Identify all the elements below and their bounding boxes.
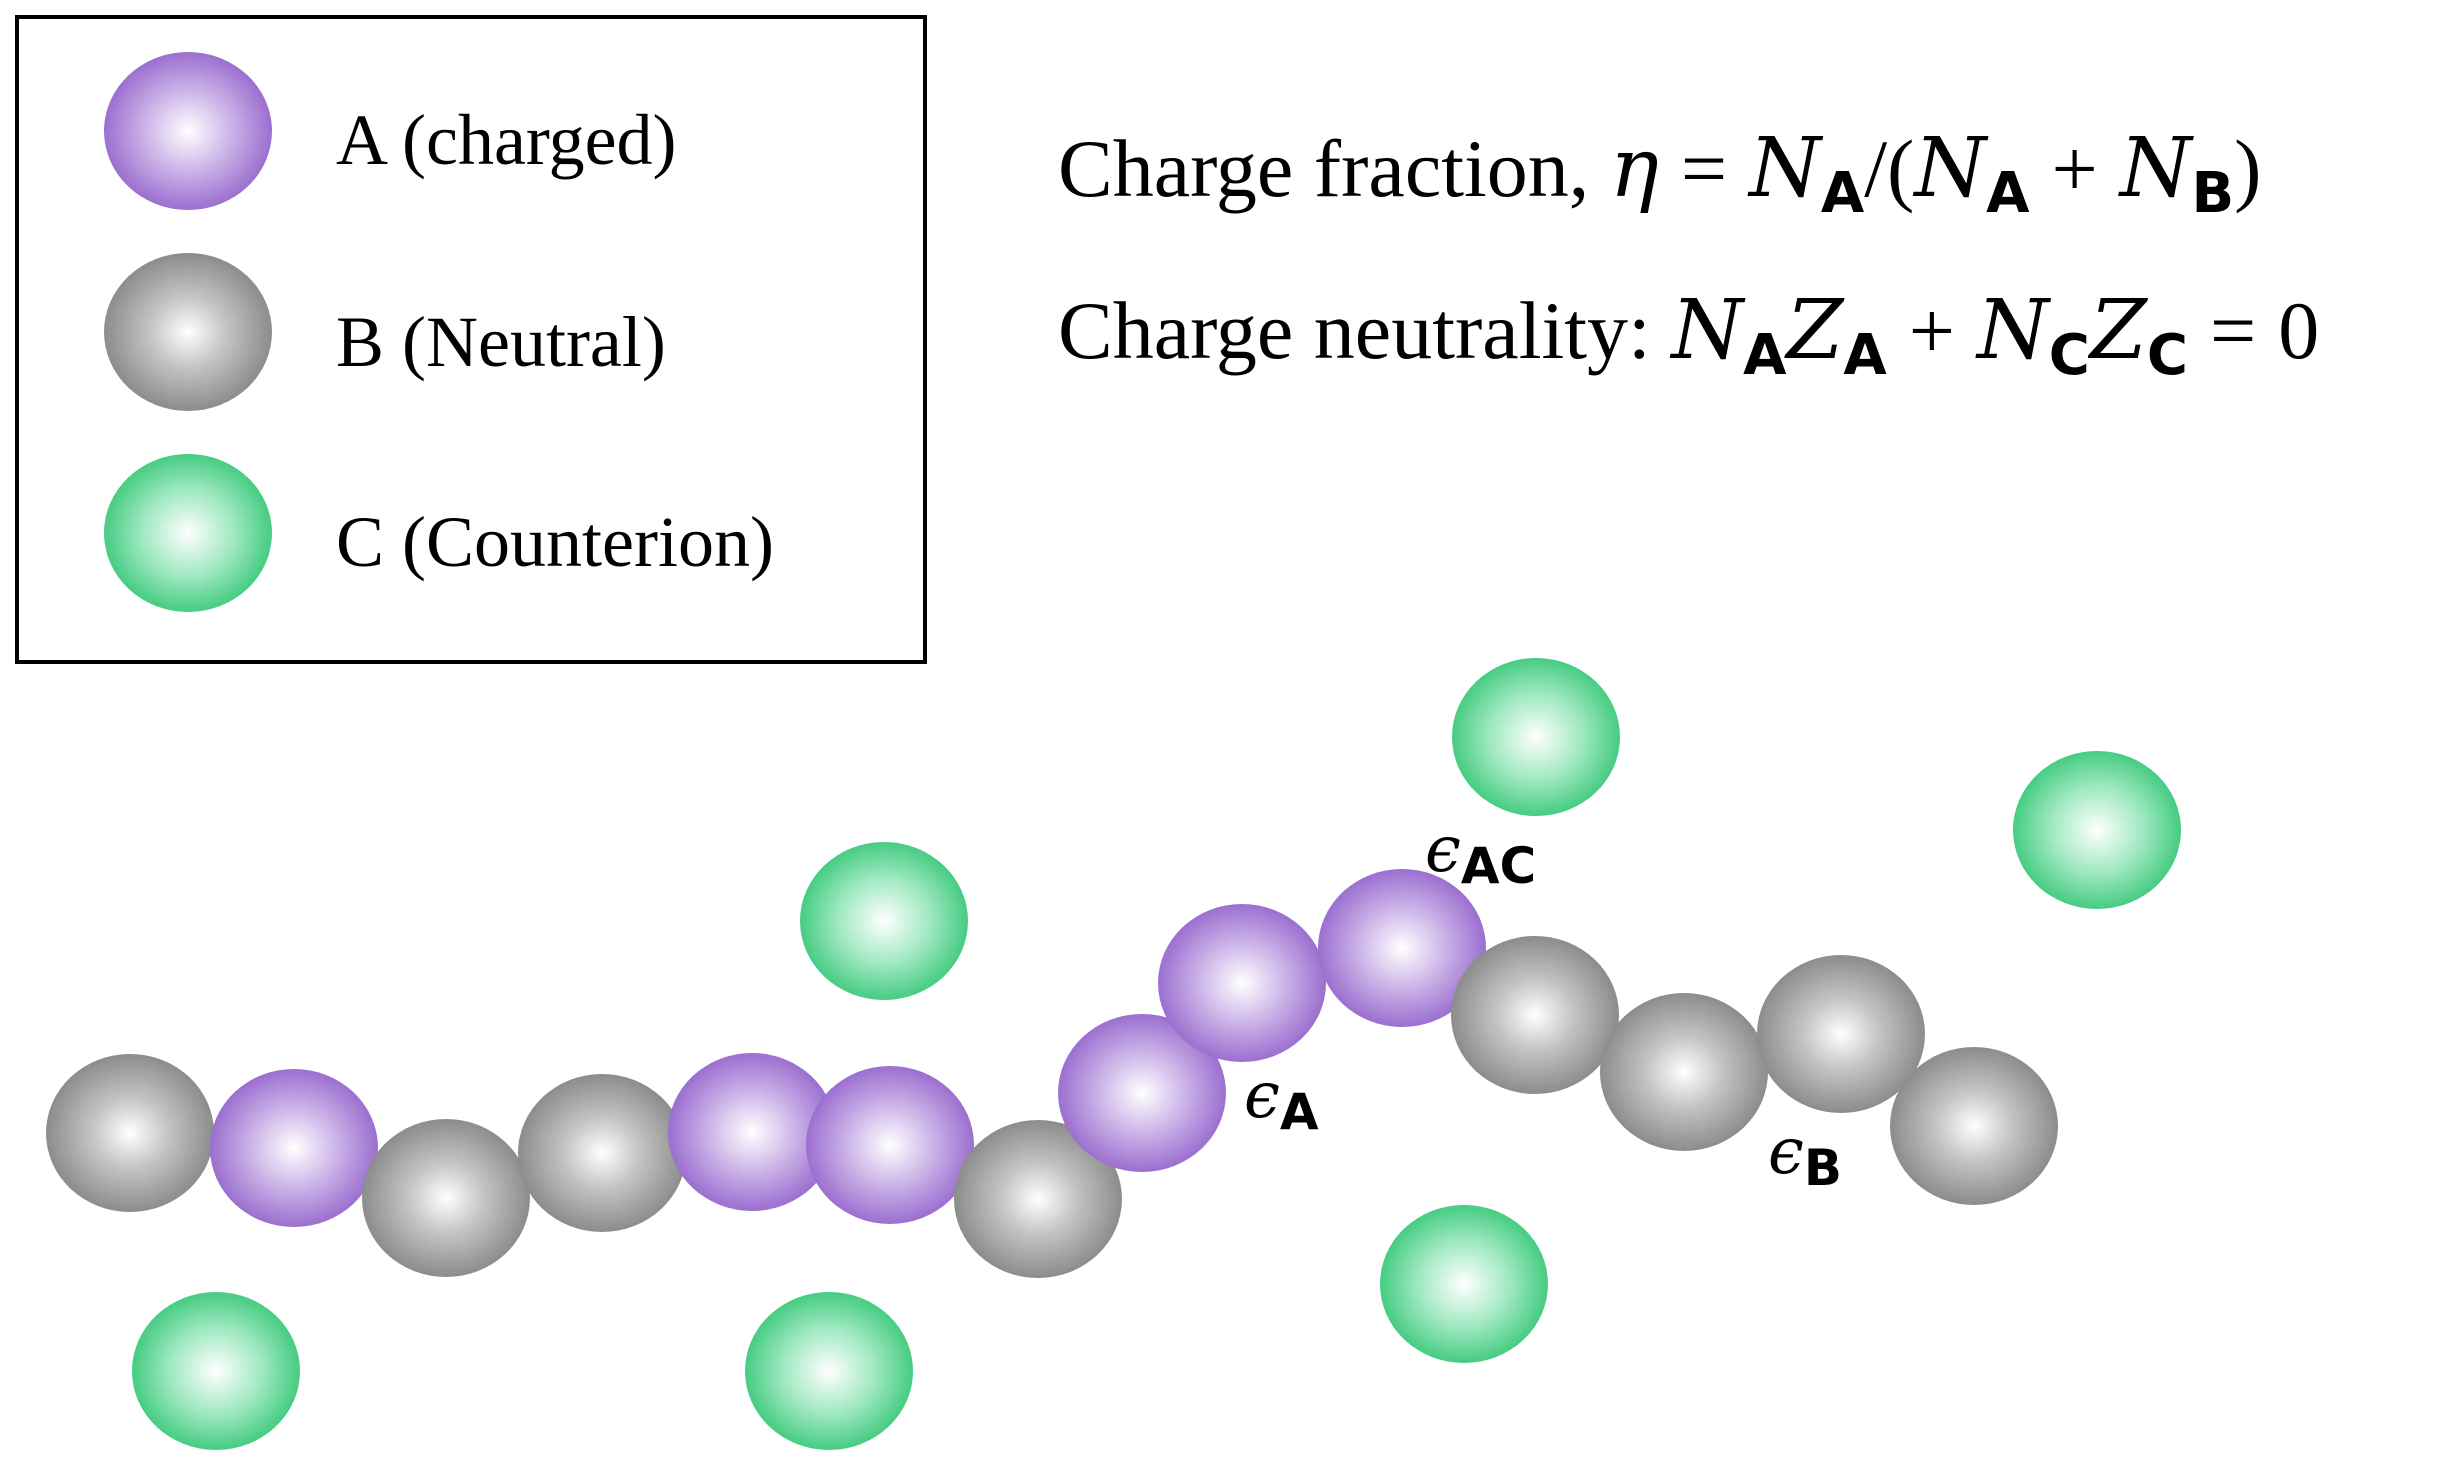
chain-bead-a	[1158, 904, 1326, 1062]
epsilon-b-label: ϵB	[1768, 1115, 1842, 1197]
chain-bead-b	[1600, 993, 1768, 1151]
legend-label-b: B (Neutral)	[336, 302, 666, 382]
legend-item-a: A (charged)	[104, 52, 677, 210]
chain-bead-b	[362, 1119, 530, 1277]
charge-neutrality-equation: Charge neutrality: NAZA+NCZC=0	[1058, 283, 2319, 388]
polymer-chain	[46, 869, 2058, 1278]
chain-bead-b	[1757, 955, 1925, 1113]
legend: A (charged) B (Neutral) C (Counterion)	[15, 15, 927, 664]
chain-bead-a	[806, 1066, 974, 1224]
counterion-bead	[800, 842, 968, 1000]
legend-item-c: C (Counterion)	[104, 454, 774, 612]
chain-bead-b	[518, 1074, 686, 1232]
bead-c-swatch	[104, 454, 272, 612]
charge-fraction-equation: Charge fraction, η=NA/(NA+NB)	[1058, 121, 2261, 226]
chain-bead-a	[1058, 1014, 1226, 1172]
counterion-bead	[1380, 1205, 1548, 1363]
legend-label-c: C (Counterion)	[336, 502, 774, 582]
counterion-bead	[745, 1292, 913, 1450]
chain-bead-a	[668, 1053, 836, 1211]
legend-label-a: A (charged)	[336, 100, 677, 180]
epsilon-ac-label: ϵAC	[1425, 813, 1536, 895]
epsilon-a-label: ϵA	[1244, 1059, 1319, 1141]
counterion-bead	[1452, 658, 1620, 816]
counterions	[132, 658, 2181, 1450]
chain-bead-b	[954, 1120, 1122, 1278]
chain-bead-a	[1318, 869, 1486, 1027]
chain-bead-b	[46, 1054, 214, 1212]
chain-bead-b	[1890, 1047, 2058, 1205]
bead-b-swatch	[104, 253, 272, 411]
chain-bead-a	[210, 1069, 378, 1227]
bead-a-swatch	[104, 52, 272, 210]
chain-bead-b	[1451, 936, 1619, 1094]
legend-item-b: B (Neutral)	[104, 253, 666, 411]
counterion-bead	[2013, 751, 2181, 909]
counterion-bead	[132, 1292, 300, 1450]
